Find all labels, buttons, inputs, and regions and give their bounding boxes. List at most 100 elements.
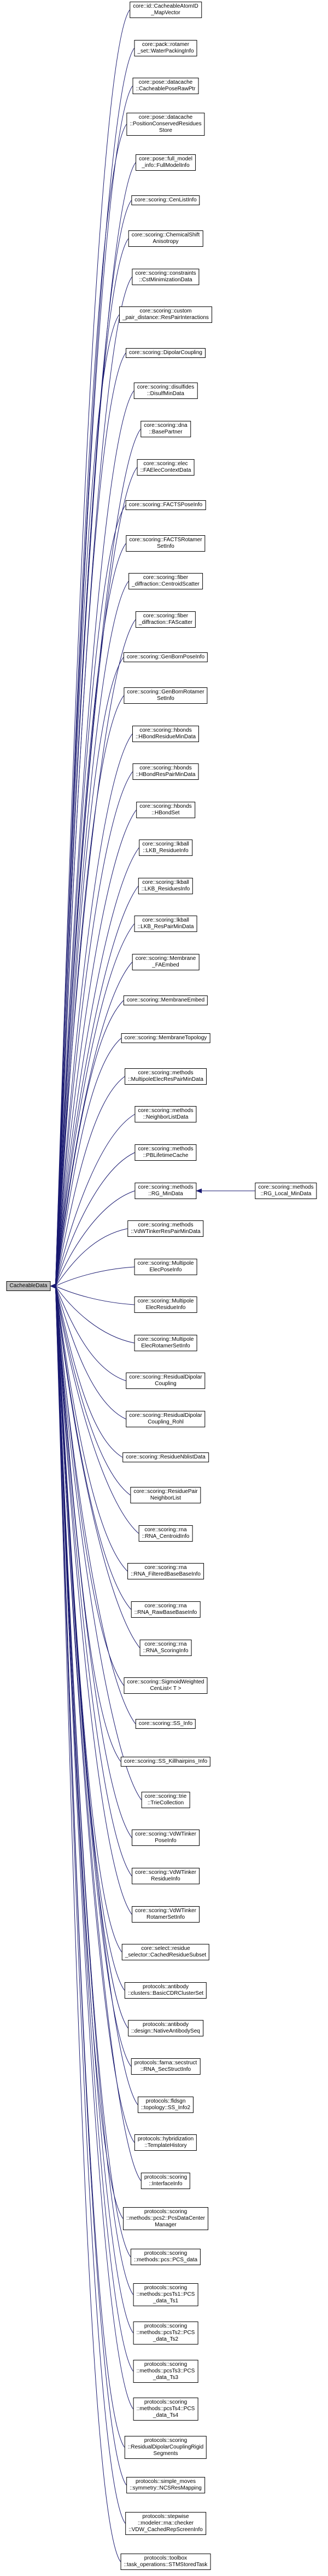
derived-class-node[interactable]: core::scoring::rna ::RNA_ScoringInfo: [139, 1640, 192, 1656]
derived-class-node[interactable]: core::scoring::rna ::RNA_RawBaseBaseInfo: [131, 1601, 201, 1618]
derived-class-node[interactable]: protocols::farna::secstruct ::RNA_SecStr…: [131, 2058, 201, 2075]
inheritance-edge: [55, 543, 126, 1287]
derived-class-node[interactable]: core::scoring::Membrane _FAEmbed: [132, 954, 200, 970]
derived-class-node[interactable]: core::scoring::disulfides ::DisulfMinDat…: [133, 383, 198, 399]
derived-class-node[interactable]: core::scoring::CenListInfo: [131, 195, 200, 205]
derived-class-node[interactable]: core::scoring::DipolarCoupling: [126, 348, 206, 358]
inheritance-edge: [55, 1286, 121, 2562]
derived-class-node[interactable]: protocols::scoring ::methods::pcs2::PcsD…: [123, 2207, 208, 2230]
arrowhead: [196, 1188, 202, 1194]
derived-class-node[interactable]: protocols::antibody ::clusters::BasicCDR…: [124, 1982, 207, 1999]
inheritance-edge: [55, 505, 126, 1287]
inheritance-edge: [55, 885, 139, 1287]
inheritance-edge: [55, 1286, 138, 2105]
derived-class-node[interactable]: core::select::residue _selector::CachedR…: [121, 1944, 210, 1960]
derived-class-node[interactable]: core::scoring::methods ::RG_Local_MinDat…: [255, 1183, 317, 1199]
derived-class-node[interactable]: core::id::CacheableAtomID _MapVector: [130, 2, 202, 18]
derived-class-node[interactable]: core::scoring::MembraneTopology: [121, 1033, 210, 1043]
derived-class-node[interactable]: protocols::antibody ::design::NativeAnti…: [128, 2020, 203, 2036]
inheritance-edge: [55, 1286, 134, 1344]
derived-class-node[interactable]: core::scoring::lkball ::LKB_ResiduesInfo: [138, 878, 194, 894]
derived-class-node[interactable]: protocols::scoring ::methods::pcsTs3::PC…: [133, 2360, 198, 2383]
inheritance-edge: [55, 1286, 134, 1305]
derived-class-node[interactable]: protocols::scoring ::ResidualDipolarCoup…: [124, 2436, 207, 2459]
derived-class-node[interactable]: protocols::simple_moves ::symmetry::NCSR…: [126, 2477, 205, 2493]
derived-class-node[interactable]: core::pose::datacache ::PositionConserve…: [126, 113, 205, 136]
derived-class-node[interactable]: core::pack::rotamer _set::WaterPackingIn…: [134, 40, 197, 56]
derived-class-node[interactable]: core::scoring::rna ::RNA_CentroidInfo: [138, 1525, 193, 1542]
derived-class-node[interactable]: protocols::scoring ::methods::pcs::PCS_d…: [130, 2249, 201, 2265]
derived-class-node[interactable]: core::scoring::FACTSRotamer SetInfo: [126, 535, 206, 552]
derived-class-node[interactable]: core::scoring::constraints ::CstMinimiza…: [132, 269, 200, 285]
inheritance-edge: [55, 314, 120, 1287]
derived-class-node[interactable]: core::scoring::ResidueNblistData: [122, 1452, 209, 1462]
derived-class-node[interactable]: core::scoring::methods ::RG_MinData: [134, 1183, 197, 1199]
derived-class-node[interactable]: core::scoring::SS_Info: [135, 1719, 196, 1729]
derived-class-node[interactable]: core::scoring::ResidualDipolar Coupling_…: [126, 1411, 206, 1427]
inheritance-edge: [55, 581, 129, 1287]
derived-class-node[interactable]: core::scoring::MembraneEmbed: [123, 995, 208, 1005]
derived-class-node[interactable]: core::scoring::ResiduePair NeighborList: [130, 1487, 201, 1503]
derived-class-node[interactable]: core::scoring::hbonds ::HBondResPairMinD…: [132, 763, 199, 780]
derived-class-node[interactable]: protocols::scoring ::methods::pcsTs4::PC…: [133, 2398, 198, 2421]
derived-class-node[interactable]: core::scoring::custom _pair_distance::Re…: [119, 306, 212, 323]
derived-class-node[interactable]: core::scoring::lkball ::LKB_ResPairMinDa…: [134, 916, 197, 932]
inheritance-edge: [55, 1228, 128, 1287]
inheritance-edge: [55, 962, 133, 1287]
inheritance-edge: [55, 1286, 134, 2410]
derived-class-node[interactable]: core::scoring::fiber _diffraction::Centr…: [128, 573, 203, 589]
derived-class-node[interactable]: core::scoring::methods ::MultipoleElecRe…: [125, 1068, 207, 1085]
derived-class-node[interactable]: protocols::stepwise ::modeler::rna::chec…: [125, 2512, 206, 2535]
inheritance-edge: [55, 429, 141, 1287]
inheritance-edge: [55, 847, 139, 1287]
derived-class-node[interactable]: core::scoring::methods ::NeighborListDat…: [134, 1106, 197, 1122]
derived-class-node[interactable]: protocols::scoring ::methods::pcsTs1::PC…: [133, 2283, 198, 2306]
derived-class-node[interactable]: protocols::toolbox ::task_operations::ST…: [120, 2554, 211, 2570]
derived-class-node[interactable]: core::scoring::VdWTinker ResidueInfo: [132, 1868, 200, 1884]
derived-class-node[interactable]: protocols::hybridization ::TemplateHisto…: [134, 2134, 197, 2151]
derived-class-node[interactable]: core::scoring::VdWTinker PoseInfo: [132, 1830, 200, 1846]
derived-class-node[interactable]: core::scoring::SS_Killhairpins_Info: [120, 1757, 211, 1767]
derived-class-node[interactable]: core::scoring::fiber _diffraction::FASca…: [135, 611, 196, 628]
inheritance-edge: [55, 162, 136, 1287]
derived-class-node[interactable]: core::scoring::methods ::PBLifetimeCache: [134, 1144, 197, 1161]
inheritance-edge: [55, 1190, 135, 1287]
inheritance-edge: [55, 1286, 134, 2295]
inheritance-edge: [55, 733, 133, 1287]
derived-class-node[interactable]: core::scoring::ChemicalShift Anisotropy: [128, 230, 203, 247]
derived-class-node[interactable]: core::scoring::rna ::RNA_FilteredBaseBas…: [127, 1563, 204, 1579]
derived-class-node[interactable]: core::pose::datacache ::CacheablePoseRaw…: [132, 78, 199, 94]
inheritance-edge: [55, 1286, 132, 1877]
derived-class-node[interactable]: core::scoring::Multipole ElecPoseInfo: [134, 1259, 197, 1275]
inheritance-edge: [55, 1286, 126, 2524]
derived-class-node[interactable]: core::scoring::GenBornPoseInfo: [123, 652, 208, 662]
derived-class-node[interactable]: core::scoring::trie ::TrieCollection: [141, 1792, 190, 1808]
derived-class-node[interactable]: core::scoring::methods ::VdWTinkerResPai…: [127, 1220, 204, 1237]
derived-class-node[interactable]: core::scoring::ResidualDipolar Coupling: [126, 1373, 206, 1389]
derived-class-node[interactable]: core::scoring::VdWTinker RotamerSetInfo: [132, 1906, 200, 1923]
inheritance-edge: [55, 1286, 131, 2257]
inheritance-edge: [55, 1286, 134, 2372]
base-class-node: CacheableData: [6, 1281, 51, 1291]
derived-class-node[interactable]: core::scoring::Multipole ElecRotamerSetI…: [134, 1335, 197, 1351]
derived-class-node[interactable]: core::scoring::hbonds ::HBondSet: [136, 802, 195, 818]
derived-class-node[interactable]: core::scoring::lkball ::LKB_ResidueInfo: [139, 840, 192, 856]
derived-class-node[interactable]: protocols::fldsgn ::topology::SS_Info2: [137, 2097, 194, 2113]
derived-class-node[interactable]: core::scoring::GenBornRotamer SetInfo: [124, 687, 208, 704]
inheritance-edge: [55, 1076, 125, 1287]
derived-class-node[interactable]: core::scoring::SigmoidWeighted CenList< …: [124, 1677, 208, 1694]
derived-class-node[interactable]: protocols::scoring ::InterfaceInfo: [140, 2173, 191, 2189]
derived-class-node[interactable]: core::scoring::Multipole ElecResidueInfo: [134, 1296, 197, 1313]
inheritance-edge: [55, 695, 124, 1287]
derived-class-node[interactable]: core::scoring::elec ::FAElecContextData: [137, 459, 195, 476]
derived-class-node[interactable]: protocols::scoring ::methods::pcsTs2::PC…: [133, 2322, 198, 2345]
derived-class-node[interactable]: core::scoring::dna ::BasePartner: [140, 421, 191, 437]
derived-class-node[interactable]: core::scoring::hbonds ::HBondResidueMinD…: [132, 726, 200, 742]
derived-class-node[interactable]: core::scoring::FACTSPoseInfo: [125, 500, 206, 510]
inheritance-edge: [55, 1286, 123, 1458]
derived-class-node[interactable]: core::pose::full_model _info::FullModelI…: [136, 154, 196, 171]
inheritance-edge: [55, 1286, 140, 1648]
inheritance-edge: [55, 657, 124, 1287]
inheritance-edge: [55, 809, 137, 1287]
inheritance-edge: [55, 1000, 124, 1287]
